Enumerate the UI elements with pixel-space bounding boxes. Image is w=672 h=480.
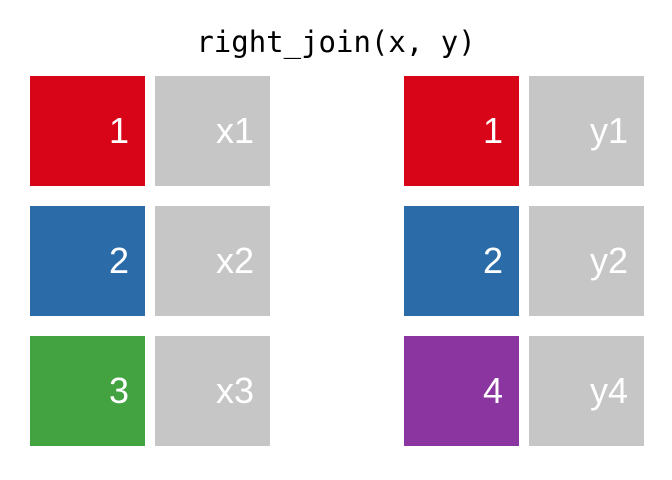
table-row: 1 y1 (404, 76, 644, 186)
key-label: 4 (482, 370, 503, 411)
table-row: 2 y2 (404, 206, 644, 316)
table-row: 2 x2 (30, 206, 270, 316)
value-label: x3 (215, 370, 254, 411)
value-cell: x3 (155, 336, 270, 446)
key-cell: 1 (404, 76, 519, 186)
value-label: y4 (589, 370, 628, 411)
key-cell: 2 (30, 206, 145, 316)
table-y: 1 y1 2 y2 4 y4 (404, 76, 644, 446)
tables-area: 1 x1 2 x2 3 x3 (0, 76, 672, 446)
key-cell: 1 (30, 76, 145, 186)
value-cell: y2 (529, 206, 644, 316)
key-cell: 2 (404, 206, 519, 316)
diagram-title: right_join(x, y) (196, 25, 476, 59)
key-cell: 3 (30, 336, 145, 446)
key-label: 3 (108, 370, 129, 411)
key-label: 2 (482, 240, 503, 281)
value-label: y1 (589, 110, 628, 151)
value-cell: y1 (529, 76, 644, 186)
key-label: 1 (108, 110, 129, 151)
key-label: 1 (482, 110, 503, 151)
value-cell: y4 (529, 336, 644, 446)
value-label: y2 (589, 240, 628, 281)
table-row: 1 x1 (30, 76, 270, 186)
value-label: x1 (215, 110, 254, 151)
value-label: x2 (215, 240, 254, 281)
key-label: 2 (108, 240, 129, 281)
table-row: 4 y4 (404, 336, 644, 446)
value-cell: x2 (155, 206, 270, 316)
table-x: 1 x1 2 x2 3 x3 (30, 76, 270, 446)
value-cell: x1 (155, 76, 270, 186)
table-row: 3 x3 (30, 336, 270, 446)
key-cell: 4 (404, 336, 519, 446)
